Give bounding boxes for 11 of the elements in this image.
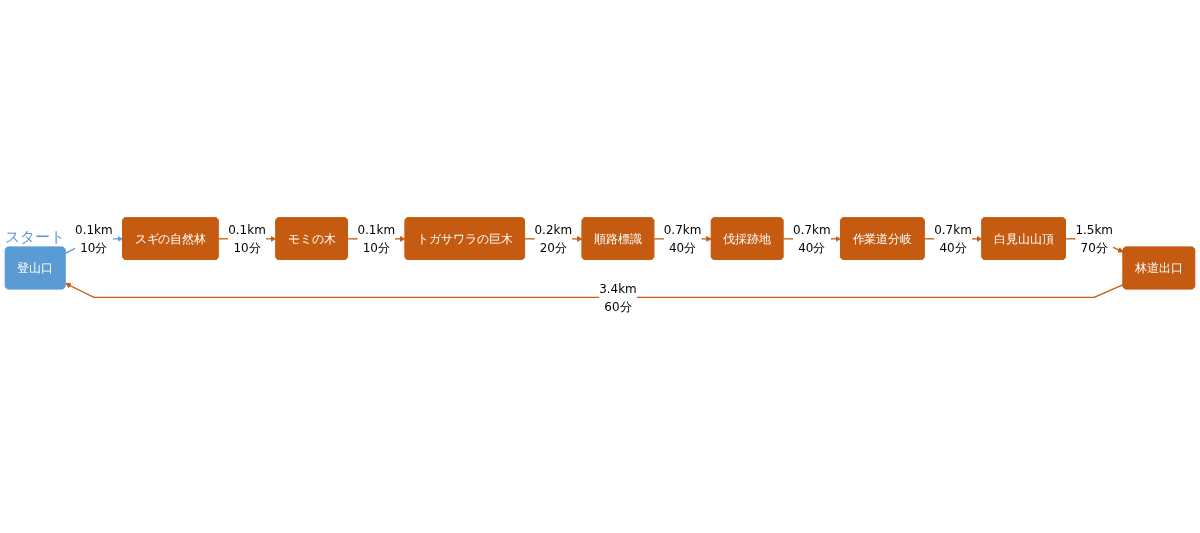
node-caption: スタート: [5, 227, 66, 245]
edge-label: 0.7km 40分: [934, 222, 972, 255]
edge-label: 0.1km 10分: [228, 222, 266, 255]
edge-label: 0.1km 10分: [357, 222, 396, 255]
edge-label: 0.1km 10分: [75, 222, 113, 255]
edge-label: 3.4km 60分: [599, 281, 637, 314]
edge-label: 0.2km 20分: [534, 222, 573, 255]
edge-label: 0.7km 40分: [793, 222, 831, 255]
arrow: [65, 283, 1124, 299]
edge-label: 1.5km 70分: [1075, 222, 1113, 255]
edge-label: 0.7km 40分: [663, 222, 702, 255]
